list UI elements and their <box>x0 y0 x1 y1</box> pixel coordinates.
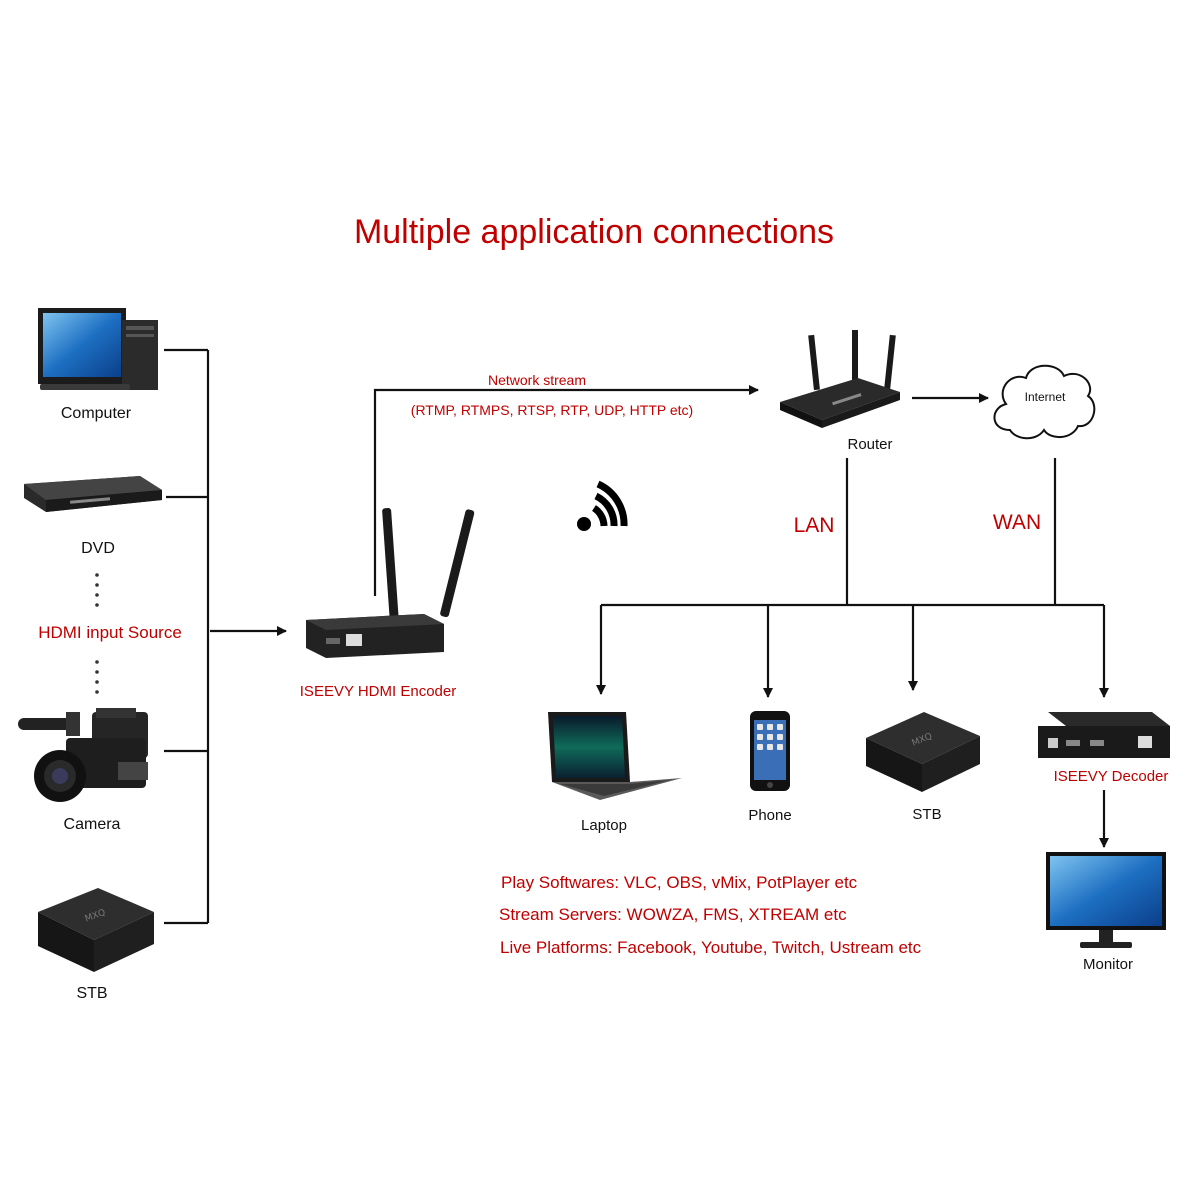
camera-icon <box>18 708 148 802</box>
distribution-bus <box>596 603 1109 698</box>
ellipsis-dots-bottom <box>95 660 99 694</box>
note-live-platforms: Live Platforms: Facebook, Youtube, Twitc… <box>500 938 922 957</box>
stb-left-label: STB <box>76 985 107 1002</box>
router-icon <box>780 330 900 428</box>
note-play-softwares: Play Softwares: VLC, OBS, vMix, PotPlaye… <box>501 873 858 892</box>
router-label: Router <box>847 436 892 453</box>
monitor-label: Monitor <box>1083 956 1133 973</box>
laptop-label: Laptop <box>581 817 627 834</box>
page-title: Multiple application connections <box>354 213 834 251</box>
ellipsis-dots-top <box>95 573 99 607</box>
encoder-label: ISEEVY HDMI Encoder <box>300 683 456 700</box>
phone-label: Phone <box>748 807 791 824</box>
stb-box-icon-right: MXQ <box>866 712 980 792</box>
wifi-signal-icon <box>577 480 628 531</box>
cloud-icon <box>993 364 1096 440</box>
wan-label: WAN <box>993 511 1041 534</box>
dvd-player-icon <box>24 476 162 512</box>
internet-label: Internet <box>1025 390 1066 404</box>
computer-label: Computer <box>61 405 132 422</box>
camera-label: Camera <box>64 816 121 833</box>
monitor-icon <box>1046 852 1166 948</box>
protocols-label: (RTMP, RTMPS, RTSP, RTP, UDP, HTTP etc) <box>411 402 693 418</box>
computer-icon <box>38 308 158 390</box>
note-stream-servers: Stream Servers: WOWZA, FMS, XTREAM etc <box>499 905 847 924</box>
hdmi-input-source-label: HDMI input Source <box>38 623 182 642</box>
decoder-device-icon <box>1038 712 1170 758</box>
stb-right-label: STB <box>912 806 941 823</box>
dvd-label: DVD <box>81 540 115 557</box>
network-stream-label: Network stream <box>488 372 586 388</box>
phone-icon <box>750 711 790 791</box>
source-bus-lines <box>164 348 210 925</box>
lan-label: LAN <box>794 514 835 537</box>
network-stream-line <box>373 385 759 596</box>
decoder-label: ISEEVY Decoder <box>1054 768 1169 785</box>
laptop-icon <box>548 712 682 800</box>
encoder-device-icon <box>306 507 475 658</box>
stb-box-icon: MXQ <box>38 888 154 972</box>
